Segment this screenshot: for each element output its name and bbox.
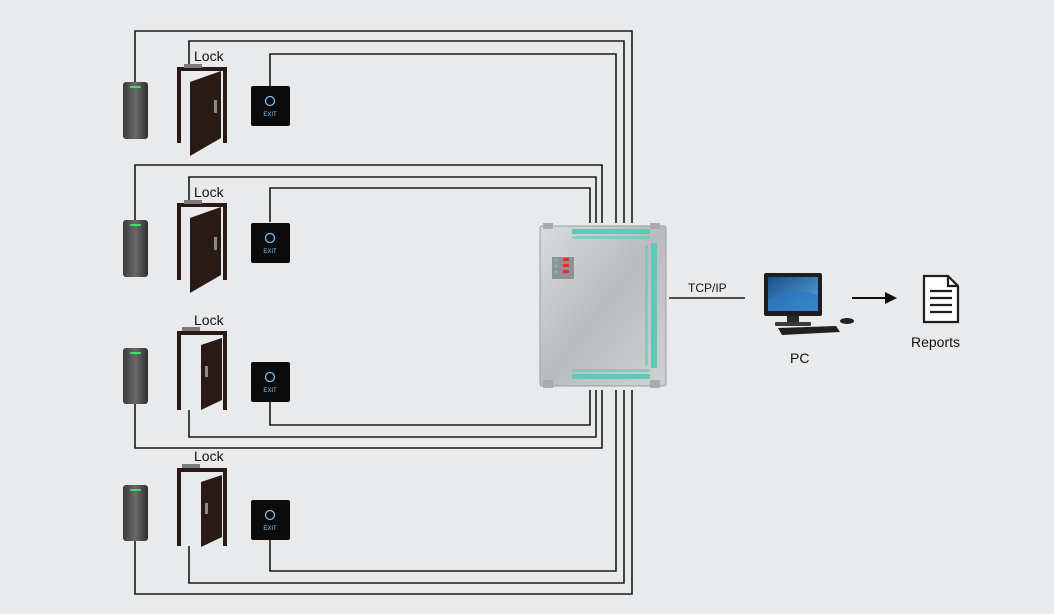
exit-icon bbox=[264, 371, 276, 383]
tcpip-label: TCP/IP bbox=[688, 281, 727, 295]
exit-button-text: EXIT bbox=[263, 249, 277, 255]
card-reader bbox=[123, 82, 148, 139]
lock-label: Lock bbox=[194, 448, 225, 464]
door-row-1 bbox=[123, 64, 290, 156]
wire-door1-exit bbox=[269, 53, 617, 223]
exit-button bbox=[251, 223, 290, 263]
lock-bar-icon bbox=[184, 64, 202, 68]
document-icon bbox=[922, 274, 960, 324]
door-row-2 bbox=[123, 200, 290, 293]
exit-button bbox=[251, 362, 290, 402]
door-lock bbox=[177, 200, 227, 293]
lock-bar-icon bbox=[184, 200, 202, 204]
open-door-icon bbox=[190, 71, 221, 156]
wire-door2-exit bbox=[269, 187, 591, 223]
lock-bar-icon bbox=[182, 327, 200, 331]
exit-button-text: EXIT bbox=[263, 526, 277, 532]
exit-button-text: EXIT bbox=[263, 388, 277, 394]
reader-led bbox=[130, 86, 141, 88]
card-reader bbox=[123, 220, 148, 277]
open-door-icon bbox=[201, 338, 222, 410]
exit-icon bbox=[264, 232, 276, 244]
arrow-right-icon bbox=[852, 292, 897, 304]
lock-label: Lock bbox=[194, 184, 225, 200]
lock-label: Lock bbox=[194, 312, 225, 328]
pc-label: PC bbox=[790, 350, 809, 366]
wire-door2-lock bbox=[188, 176, 597, 223]
wire-door1-reader bbox=[134, 30, 633, 223]
reports-label: Reports bbox=[911, 334, 960, 350]
exit-icon bbox=[264, 509, 276, 521]
door-lock bbox=[177, 464, 227, 547]
reader-led bbox=[130, 489, 141, 491]
wire-door3-reader bbox=[134, 390, 603, 449]
wire-door4-reader bbox=[134, 390, 633, 595]
exit-button bbox=[251, 86, 290, 126]
keyboard-icon bbox=[778, 326, 840, 335]
door-row-4 bbox=[123, 464, 290, 547]
exit-button-text: EXIT bbox=[263, 112, 277, 118]
card-reader bbox=[123, 485, 148, 541]
terminal-strip-right bbox=[645, 243, 657, 368]
pc-icon bbox=[764, 273, 854, 335]
wire-door3-exit bbox=[269, 390, 591, 426]
open-door-icon bbox=[201, 475, 222, 547]
wire-door2-reader bbox=[134, 164, 603, 223]
door-lock bbox=[177, 64, 227, 156]
reader-led bbox=[130, 352, 141, 354]
wire-door4-exit bbox=[269, 390, 617, 572]
mouse-icon bbox=[840, 318, 854, 324]
open-door-icon bbox=[190, 207, 221, 293]
access-controller bbox=[539, 223, 667, 388]
wiring bbox=[134, 30, 745, 595]
door-lock bbox=[177, 327, 227, 410]
card-reader bbox=[123, 348, 148, 404]
lock-bar-icon bbox=[182, 464, 200, 468]
lock-label: Lock bbox=[194, 48, 225, 64]
door-row-3 bbox=[123, 327, 290, 410]
reader-led bbox=[130, 224, 141, 226]
terminal-strip-top bbox=[572, 229, 650, 239]
terminal-strip-bottom bbox=[572, 369, 650, 379]
wire-door4-lock bbox=[188, 390, 625, 584]
wire-door1-lock bbox=[188, 40, 625, 223]
exit-button bbox=[251, 500, 290, 540]
status-leds bbox=[552, 257, 574, 279]
exit-icon bbox=[264, 95, 276, 107]
wire-door3-lock bbox=[188, 390, 597, 438]
